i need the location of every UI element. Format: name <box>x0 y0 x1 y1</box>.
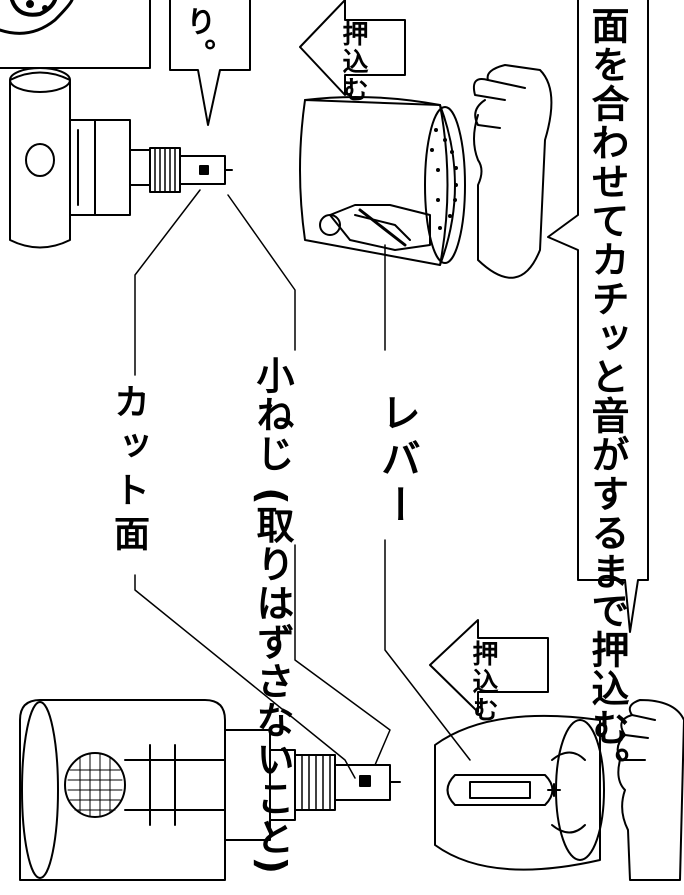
push-arrow-icon <box>299 0 406 96</box>
small-screw-label-line1: 小ねじ <box>250 356 294 473</box>
faucet-cartridge <box>19 699 401 881</box>
callout-top-box <box>169 0 251 126</box>
hand-icon <box>616 699 684 881</box>
top-left-part <box>0 0 151 69</box>
push-label-1: 押込む <box>338 20 368 104</box>
lever-label: レバー <box>374 392 420 530</box>
aerator-body <box>434 714 605 871</box>
faucet-cartridge <box>9 67 233 249</box>
push-arrow-icon <box>429 619 549 713</box>
push-label-2: 押込む <box>468 640 498 724</box>
callout-main-box <box>547 0 649 633</box>
small-screw-label-line2: (取りはずさないこと) <box>250 487 294 875</box>
cut-face-label: カット面 <box>108 383 149 559</box>
callout-main-text: 面を合わせてカチッと音がするまで押込む。 <box>585 6 629 786</box>
callout-top-text: り。 <box>180 6 215 70</box>
small-screw-label: 小ねじ (取りはずさないこと) <box>250 356 294 875</box>
leader-lines <box>134 189 471 779</box>
hand-icon <box>472 64 553 279</box>
aerator-body <box>299 95 466 266</box>
